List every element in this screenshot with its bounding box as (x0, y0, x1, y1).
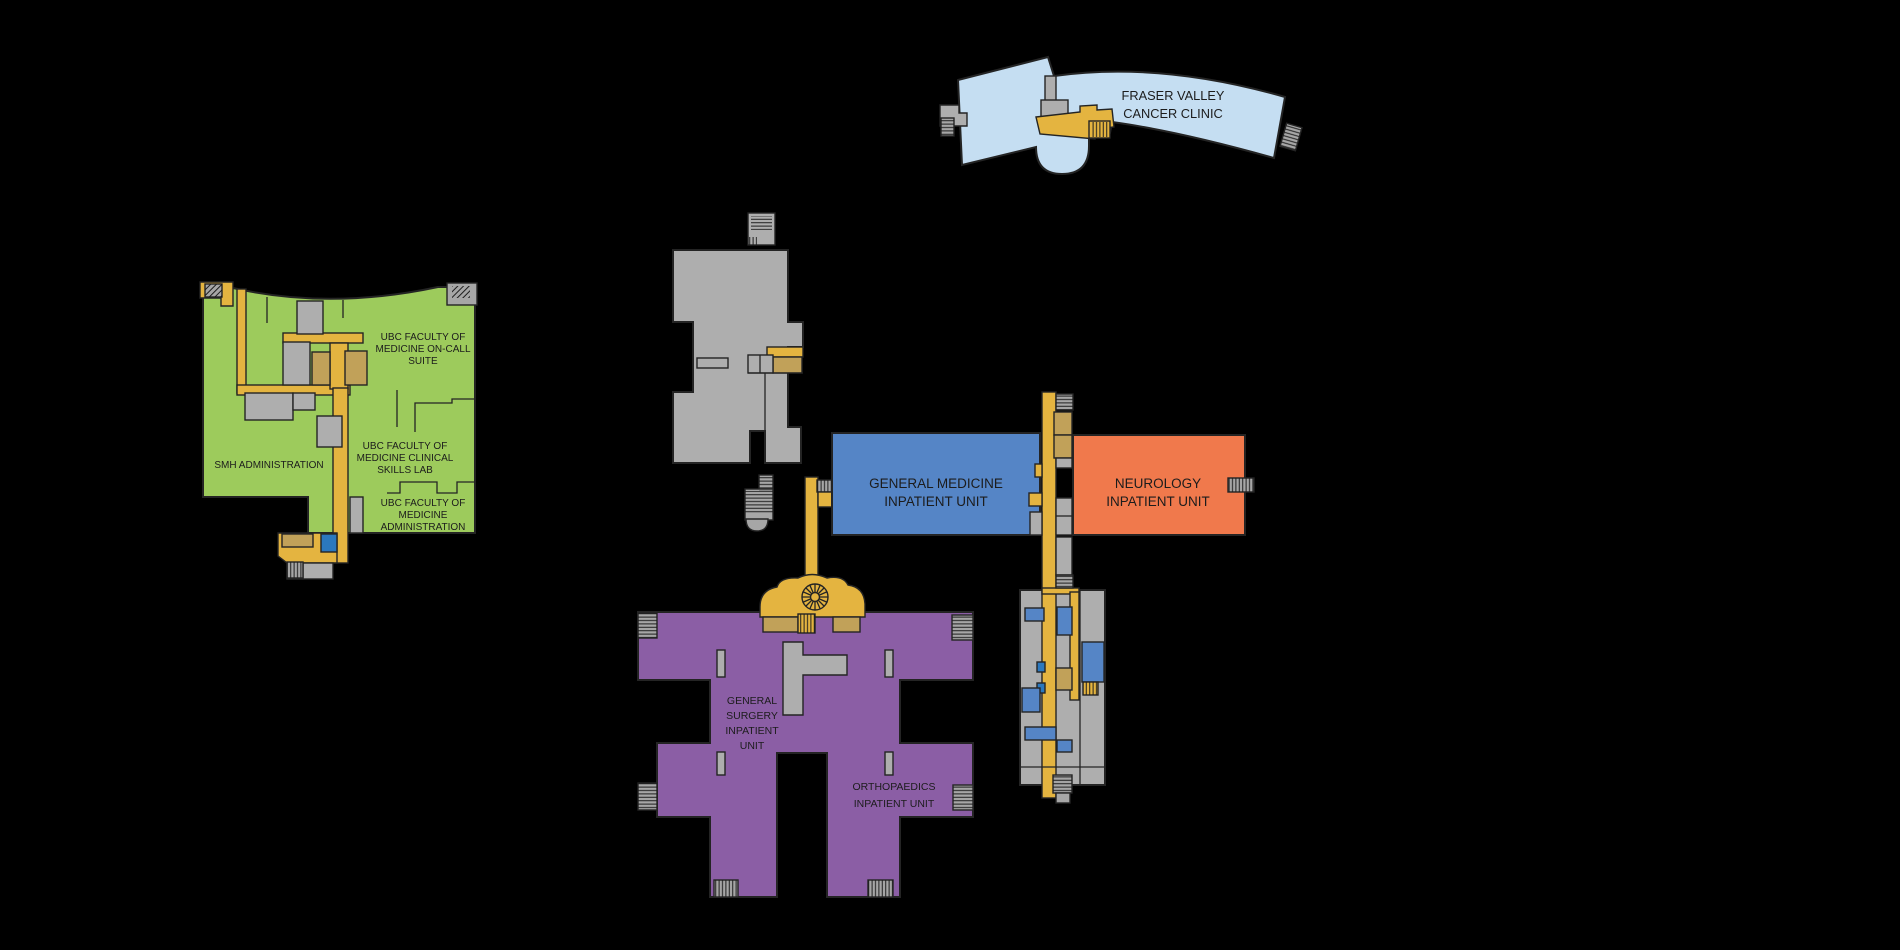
room-tan (762, 616, 799, 633)
spiral-stair-icon (801, 583, 829, 611)
stairs-icon (1052, 774, 1073, 804)
corridor-segment (804, 476, 819, 591)
room (884, 649, 894, 678)
room (884, 751, 894, 776)
stairs-icon (637, 782, 658, 811)
room (282, 341, 311, 386)
general-surgery-label: INPATIENT (725, 725, 779, 737)
stairs-icon (952, 784, 974, 811)
room (716, 649, 726, 678)
room-blue (1056, 739, 1073, 753)
oncall-suite-label: UBC FACULTY OF (381, 332, 466, 343)
stairs-icon (1279, 122, 1303, 152)
corridor-central-tower (1019, 391, 1106, 804)
room (349, 496, 364, 534)
skills-lab-label: SKILLS LAB (377, 465, 433, 476)
room (292, 392, 316, 411)
unit-surgery-orthopaedics: GENERAL SURGERY INPATIENT UNIT ORTHOPAED… (637, 573, 974, 898)
stairs-icon (951, 614, 974, 641)
clinic-tower-room (1044, 75, 1057, 103)
stairs-icon (744, 474, 774, 532)
room-tan (344, 350, 368, 386)
room (302, 562, 334, 580)
neurology-block (1072, 434, 1246, 536)
general-medicine-label: INPATIENT UNIT (884, 494, 988, 509)
corridor-segment (1028, 492, 1043, 507)
neurology-label: NEUROLOGY (1115, 476, 1201, 491)
room-blue (1024, 607, 1045, 622)
building-fraser-valley-cancer-clinic: FRASER VALLEY CANCER CLINIC (939, 55, 1303, 176)
room (696, 357, 729, 369)
corridor-segment (236, 288, 247, 394)
room-tan (1053, 434, 1073, 459)
stairs-icon (1227, 477, 1255, 493)
stairs-icon (1055, 393, 1074, 411)
corridor-segment (1069, 591, 1080, 701)
corridor-segment (1034, 463, 1043, 478)
stairs-icon (797, 613, 816, 634)
stairs-icon (637, 612, 658, 639)
corridor-segment (817, 491, 834, 508)
stairs-icon (286, 561, 304, 579)
general-medicine-label: GENERAL MEDICINE (869, 476, 1003, 491)
building-ubc-medicine-smh-admin: UBC FACULTY OF MEDICINE ON-CALL SUITE SM… (199, 281, 478, 580)
stairs-icon (204, 283, 223, 298)
stairs-icon (1055, 574, 1074, 589)
room-blue (1021, 687, 1041, 713)
room (1055, 536, 1073, 576)
stairs-icon (747, 212, 776, 246)
stairs-icon (1088, 120, 1111, 139)
cancer-clinic-label: CANCER CLINIC (1123, 106, 1223, 121)
room-blue (1056, 606, 1073, 636)
room-boundary (414, 398, 475, 432)
stairs-icon (940, 117, 955, 137)
orthopaedics-label: INPATIENT UNIT (854, 798, 935, 810)
room (296, 300, 324, 335)
neurology-label: INPATIENT UNIT (1106, 494, 1210, 509)
room (244, 392, 294, 421)
room (716, 751, 726, 776)
skills-lab-label: UBC FACULTY OF (363, 441, 448, 452)
room-tan (281, 533, 314, 548)
med-admin-label: MEDICINE (399, 510, 448, 521)
room (1029, 511, 1043, 536)
stairs-icon (713, 879, 739, 898)
general-surgery-label: SURGERY (726, 710, 778, 722)
room-tan (832, 616, 861, 633)
room-blue (320, 533, 338, 553)
oncall-suite-label: MEDICINE ON-CALL (375, 344, 470, 355)
unit-neurology: NEUROLOGY INPATIENT UNIT (1072, 434, 1255, 536)
corridor-segment (1041, 391, 1057, 799)
orthopaedics-label: ORTHOPAEDICS (852, 781, 935, 793)
cancer-clinic-label: FRASER VALLEY (1122, 88, 1225, 103)
room-blue (1036, 661, 1046, 673)
stairs-icon (446, 282, 478, 306)
room-tan (772, 356, 803, 374)
room (316, 415, 343, 448)
room-boundary (387, 481, 475, 494)
room-blue (1081, 641, 1105, 683)
room-tan (311, 351, 331, 386)
general-surgery-label: UNIT (740, 740, 765, 752)
cancer-clinic-outline (956, 55, 1287, 176)
room-tan (1055, 667, 1073, 691)
smh-admin-label: SMH ADMINISTRATION (214, 460, 323, 471)
stairs-icon (867, 879, 894, 898)
room-blue (1024, 726, 1057, 741)
room-tan (1053, 411, 1073, 436)
med-admin-label: UBC FACULTY OF (381, 498, 466, 509)
central-core-room (782, 641, 848, 716)
unit-general-medicine: GENERAL MEDICINE INPATIENT UNIT (831, 432, 1041, 536)
room (1055, 457, 1073, 469)
building-gray-service (672, 212, 804, 532)
med-admin-label: ADMINISTRATION (381, 522, 466, 533)
general-medicine-block (831, 432, 1041, 536)
stairs-icon (1082, 681, 1099, 696)
general-surgery-label: GENERAL (727, 695, 777, 707)
purple-building-outline (637, 611, 974, 898)
oncall-suite-label: SUITE (408, 356, 438, 367)
skills-lab-label: MEDICINE CLINICAL (357, 453, 454, 464)
